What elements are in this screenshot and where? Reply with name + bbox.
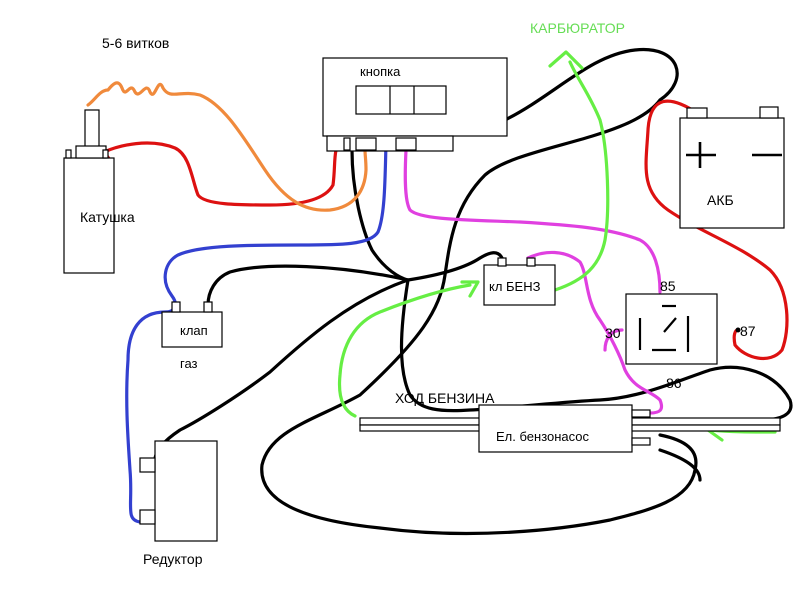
fuel-pump-label: Ел. бензонасос <box>496 429 590 444</box>
relay-85-label: 85 <box>660 278 676 294</box>
orange-wires <box>86 81 368 212</box>
button-label: кнопка <box>360 64 401 79</box>
black-wire-to-reducer <box>153 278 410 462</box>
petrol-valve <box>483 257 556 306</box>
fuel-pump <box>359 404 781 453</box>
red-wire-coil-to-button <box>102 141 338 207</box>
ignition-coil <box>63 109 115 274</box>
black-wire-button-to-hub <box>350 148 410 282</box>
blue-wires <box>125 141 388 524</box>
red-wire-battery-plus-to-relay <box>644 99 789 361</box>
reducer <box>139 440 218 542</box>
black-wire-main-loop <box>260 47 698 536</box>
reducer-label: Редуктор <box>143 551 203 567</box>
gas-label: газ <box>180 356 198 371</box>
blue-wire-button-to-reducer <box>125 141 388 524</box>
relay-87-label: 87 <box>740 323 756 339</box>
button-switch <box>322 57 508 152</box>
relay <box>625 293 741 365</box>
gas-valve <box>161 301 223 348</box>
green-line-to-carburetor <box>553 60 610 292</box>
magenta-wire-petrol-valve-to-pump <box>526 250 664 415</box>
battery-label: АКБ <box>707 192 734 208</box>
fuel-flow-label: ХОД БЕНЗИНА <box>395 390 495 406</box>
orange-wire-coil-turns <box>86 81 368 212</box>
battery <box>679 106 785 229</box>
carburetor-label: КАРБЮРАТОР <box>530 20 625 36</box>
petrol-valve-label: кл БЕНЗ <box>489 279 541 294</box>
relay-30-label: 30 <box>605 325 621 341</box>
magenta-wires <box>403 148 664 415</box>
magenta-wire-relay30 <box>603 328 624 352</box>
black-wire-to-petrol-valve <box>406 251 504 282</box>
black-wire-to-gas-valve <box>206 264 410 307</box>
magenta-wire-button-to-relay85 <box>403 148 662 294</box>
relay-86-label: 86 <box>666 375 682 391</box>
turns-label: 5-6 витков <box>102 35 169 51</box>
gas-valve-label: клап <box>180 323 208 338</box>
relay-contact-icon <box>638 304 690 352</box>
coil-label: Катушка <box>80 209 135 225</box>
black-wire-relay-ground <box>658 448 702 482</box>
green-line-fuel-flow <box>337 283 472 418</box>
black-wires <box>153 47 793 536</box>
